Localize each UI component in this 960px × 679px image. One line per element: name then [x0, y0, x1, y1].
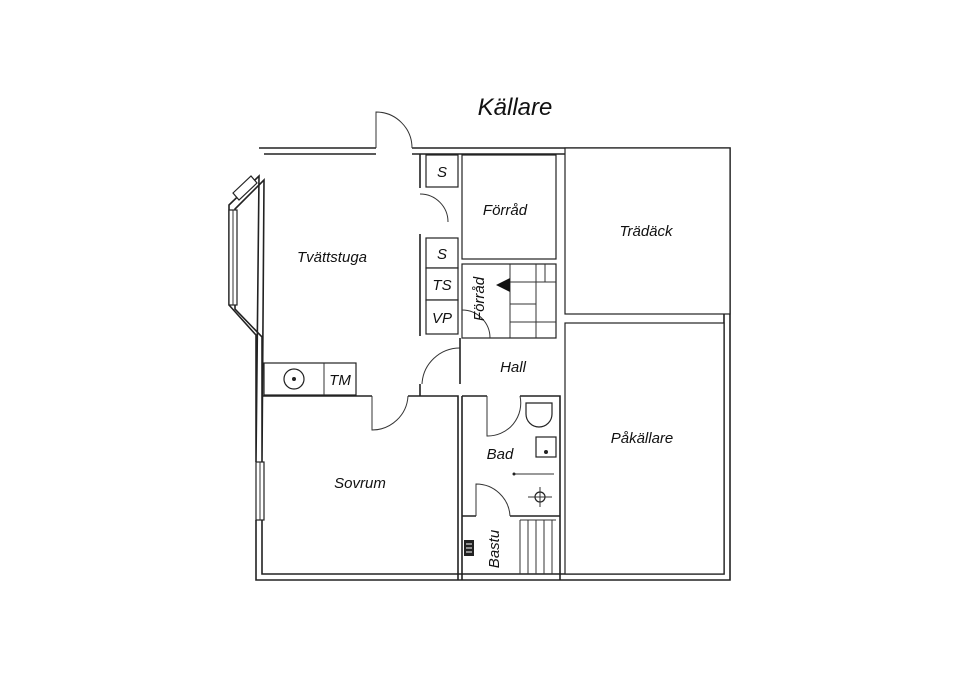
- floor-title: Källare: [478, 94, 553, 121]
- closet-vp: [425, 299, 459, 335]
- deck-area: [564, 147, 731, 315]
- label-bad: Bad: [487, 446, 514, 463]
- toilet-icon: [525, 402, 553, 428]
- stair-arrow-icon: [496, 278, 510, 292]
- sauna-benches: [519, 519, 556, 574]
- bedroom-door-swing: [371, 395, 409, 431]
- label-pakallare: Påkällare: [611, 430, 674, 447]
- heater-slots: [466, 543, 472, 553]
- label-tvattstuga: Tvättstuga: [297, 249, 367, 266]
- rail-end: [512, 472, 516, 476]
- entrance-door-swing: [375, 111, 413, 149]
- sink-icon: [535, 436, 557, 458]
- label-sovrum: Sovrum: [334, 475, 386, 492]
- stair-door-swing: [461, 309, 491, 339]
- label-tradack: Trädäck: [619, 223, 674, 240]
- label-bastu: Bastu: [486, 529, 503, 568]
- drum-center: [292, 377, 296, 381]
- closet-s1: [425, 154, 459, 188]
- bedroom-walls: [262, 395, 459, 580]
- label-s1: S: [437, 164, 447, 181]
- closet-ts: [425, 267, 459, 301]
- staircase: [509, 264, 556, 338]
- label-forrad-stair: Förråd: [471, 276, 488, 321]
- cellar-room: [564, 322, 725, 575]
- shower-cross: [528, 487, 552, 507]
- laundry-counter: [263, 362, 357, 396]
- storage-room-top: [461, 154, 557, 260]
- sauna-door-swing: [475, 483, 511, 517]
- bath-walls: [461, 395, 561, 580]
- sink-drain: [544, 450, 548, 454]
- stair-storage: [461, 263, 557, 339]
- label-tm: TM: [329, 372, 351, 389]
- label-ts: TS: [432, 277, 451, 294]
- label-forrad-top: Förråd: [483, 202, 528, 219]
- label-s2: S: [437, 246, 447, 263]
- window-corner: [232, 175, 258, 201]
- label-vp: VP: [432, 310, 452, 327]
- hall-door-swing: [421, 347, 461, 385]
- label-hall: Hall: [500, 359, 527, 376]
- storage-door-swing: [419, 193, 449, 223]
- bath-door-swing: [486, 395, 522, 437]
